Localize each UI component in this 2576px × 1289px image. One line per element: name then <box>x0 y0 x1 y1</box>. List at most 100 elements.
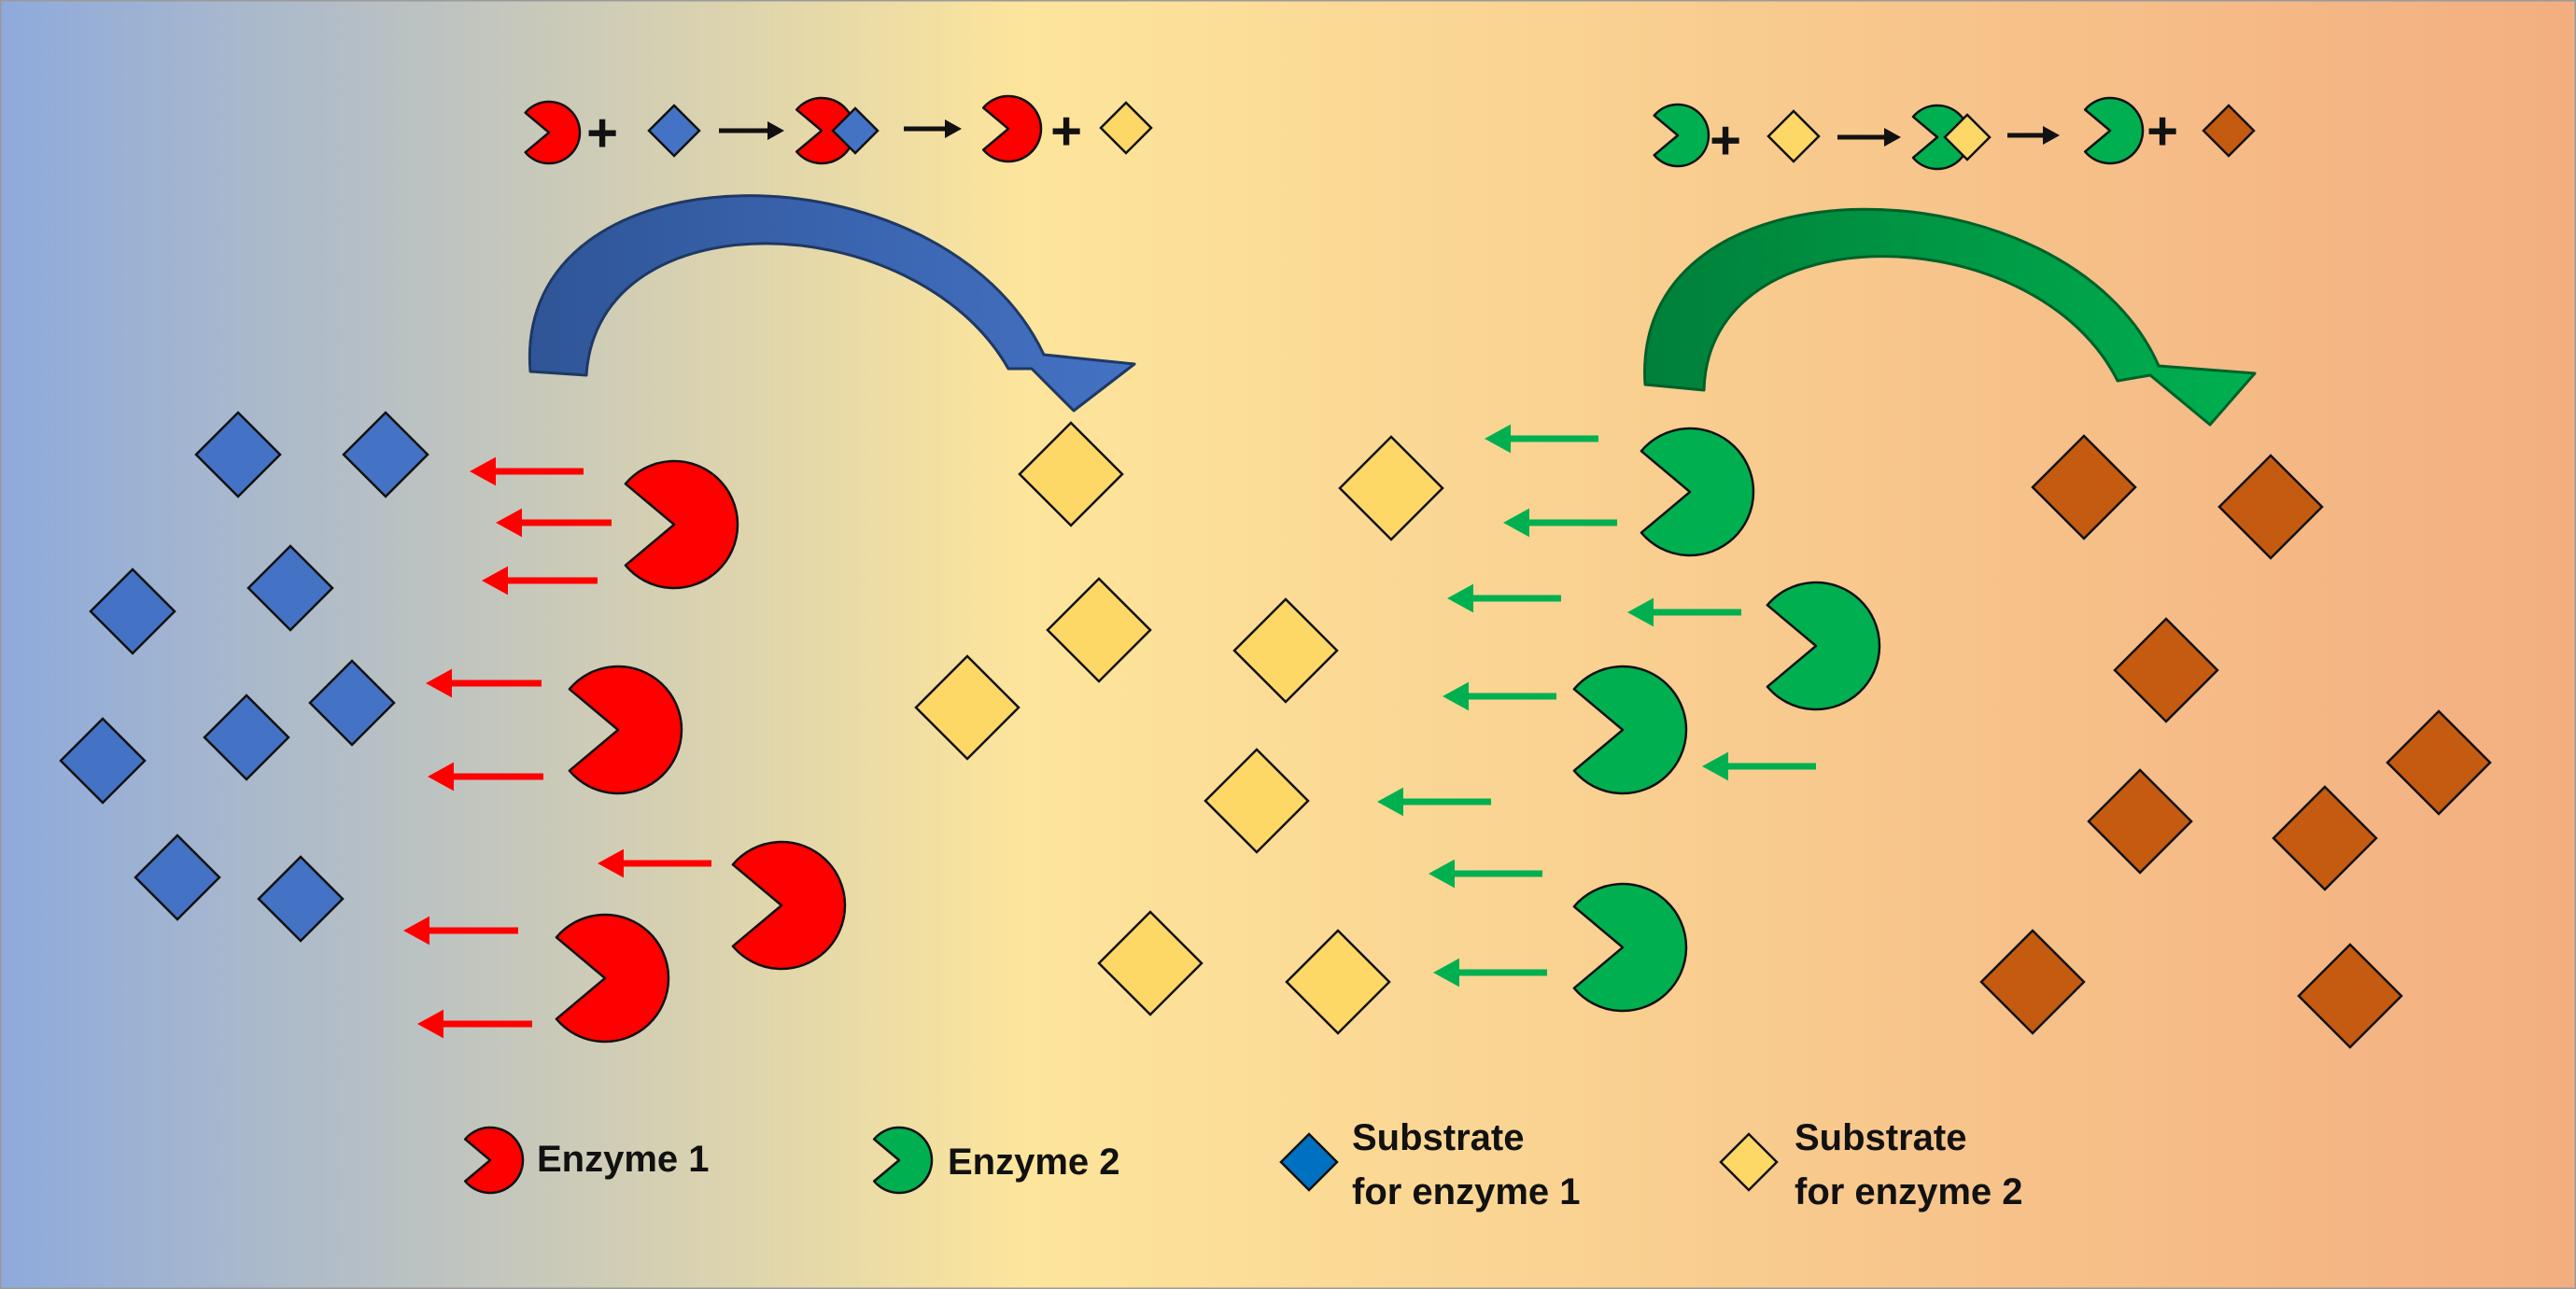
substrate1-icon <box>246 544 334 632</box>
substrate1-icon <box>194 411 282 498</box>
enzyme1-icon <box>624 459 739 590</box>
substrate1-icon <box>134 834 221 921</box>
legend-enzyme2-icon <box>872 1126 934 1195</box>
substrate2-icon <box>1338 435 1444 541</box>
reaction-arrow-icon <box>2007 126 2060 145</box>
enzyme1-shape <box>981 94 1043 163</box>
substrate1-shape <box>831 106 880 155</box>
substrate1-icon <box>257 855 345 943</box>
green-arrow-icon <box>1702 751 1816 781</box>
enzyme2-substrate-complex-icon <box>1911 104 1992 171</box>
substrate2-shape <box>1099 101 1153 155</box>
binding-arrow-group <box>403 424 1816 1039</box>
substrate2-icon <box>1046 577 1152 683</box>
legend-enzyme1-icon <box>463 1126 525 1195</box>
legend-enzyme1-label: Enzyme 1 <box>537 1139 710 1180</box>
green-arrow-icon <box>1485 424 1598 454</box>
green-arrow-icon <box>1443 681 1556 711</box>
green-arrow-icon <box>1377 787 1491 817</box>
enzyme2-shape <box>1653 103 1710 168</box>
blue-curved-arrow-icon <box>528 194 1136 413</box>
enzyme2-icon <box>1640 427 1755 557</box>
plus-sign: + <box>586 103 618 163</box>
enzyme1-icon <box>568 665 683 795</box>
green-arrow-icon <box>1447 583 1561 613</box>
enzyme2-shape <box>2083 96 2145 165</box>
product-icon <box>2217 454 2324 560</box>
green-arrow-icon <box>1503 508 1617 538</box>
green-curved-arrow-icon <box>1643 207 2257 427</box>
reaction-arrow-icon <box>719 121 784 140</box>
enzyme-group <box>555 427 1881 1044</box>
substrate2-shape <box>1719 1132 1779 1192</box>
reaction-equation-1: + + <box>524 94 1153 165</box>
product-icon <box>2031 434 2137 540</box>
product-icon <box>2202 104 2256 158</box>
substrate1-icon <box>647 104 701 158</box>
product-icon <box>2272 785 2378 891</box>
product-icon <box>2297 943 2403 1049</box>
reaction-arrow-icon <box>904 119 962 138</box>
legend-substrate2-label-line2: for enzyme 2 <box>1795 1171 2023 1212</box>
red-arrow-icon <box>470 456 584 486</box>
substrate2-icon <box>1018 421 1124 527</box>
red-arrow-icon <box>428 762 543 792</box>
reaction-equation-2: + + <box>1653 96 2256 171</box>
substrate2-shape <box>1767 109 1821 163</box>
enzyme1-shape <box>524 100 582 165</box>
enzyme2-shape <box>872 1126 934 1195</box>
plus-sign: + <box>2147 101 2178 161</box>
substrate1-shape <box>1279 1132 1339 1192</box>
red-arrow-icon <box>482 566 598 595</box>
substrate1-icon <box>89 567 176 655</box>
substrate2-icon <box>1097 910 1204 1016</box>
red-arrow-icon <box>426 668 542 698</box>
plus-sign: + <box>1050 101 1082 161</box>
legend: Enzyme 1 Enzyme 2 Substrate for enzyme 1… <box>463 1117 2023 1212</box>
substrate2-icon <box>1285 929 1391 1035</box>
product-icon <box>2386 709 2492 816</box>
substrate2-icon <box>1232 597 1339 704</box>
legend-enzyme2-label: Enzyme 2 <box>948 1142 1120 1183</box>
reaction-arrow-icon <box>1837 128 1901 147</box>
plus-sign: + <box>1710 110 1741 171</box>
substrate1-icon <box>203 694 290 781</box>
legend-substrate1-label-line1: Substrate <box>1352 1117 1525 1158</box>
substrate2-icon <box>1204 748 1310 854</box>
enzyme2-icon <box>1572 882 1688 1013</box>
enzyme2-icon <box>2083 96 2145 165</box>
legend-substrate1-label-line2: for enzyme 1 <box>1352 1171 1581 1212</box>
enzyme1-icon <box>731 840 847 971</box>
enzyme1-icon <box>981 94 1043 163</box>
enzyme2-icon <box>1766 581 1881 711</box>
product-shape <box>2202 104 2256 158</box>
substrate1-icon <box>59 717 147 805</box>
enzyme1-shape <box>463 1126 525 1195</box>
enzyme1-substrate-complex-icon <box>795 96 880 165</box>
green-arrow-icon <box>1627 597 1741 627</box>
red-arrow-icon <box>496 508 612 538</box>
legend-substrate2-icon <box>1719 1132 1779 1192</box>
substrate-group <box>59 411 2492 1049</box>
legend-substrate2-label-line1: Substrate <box>1795 1117 1967 1158</box>
substrate2-icon <box>914 654 1021 761</box>
legend-substrate1-icon <box>1279 1132 1339 1192</box>
red-arrow-icon <box>417 1009 532 1039</box>
green-arrow-icon <box>1433 958 1547 988</box>
enzyme1-icon <box>555 913 670 1044</box>
product-icon <box>1979 929 2086 1035</box>
enzyme2-icon <box>1653 103 1710 168</box>
green-arrow-icon <box>1429 859 1542 889</box>
red-arrow-icon <box>403 916 518 946</box>
substrate2-shape <box>1943 113 1992 161</box>
product-icon <box>2087 768 2193 875</box>
product-icon <box>2113 617 2219 723</box>
red-arrow-icon <box>598 848 711 878</box>
substrate1-icon <box>308 659 396 747</box>
enzyme2-icon <box>1572 665 1688 795</box>
substrate1-icon <box>342 411 429 498</box>
substrate2-product-icon <box>1099 101 1153 155</box>
substrate1-shape <box>647 104 701 158</box>
